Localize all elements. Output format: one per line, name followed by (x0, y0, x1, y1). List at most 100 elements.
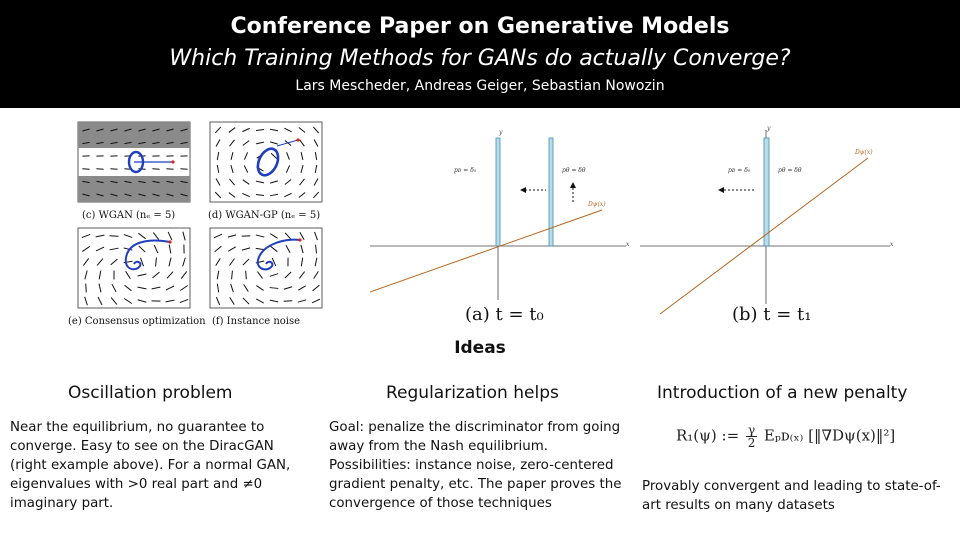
vector-arrow (168, 257, 172, 267)
vector-arrow (216, 164, 220, 174)
text-regularization-helps: Goal: penalize the discriminator from go… (329, 420, 622, 511)
vector-arrow (241, 247, 251, 251)
vector-arrow (216, 283, 220, 293)
vector-arrow (312, 126, 320, 134)
vector-arrow (312, 191, 320, 199)
vector-arrow (84, 270, 88, 280)
vector-arrow (283, 300, 293, 302)
text-oscillation-problem: Near the equilibrium, no guarantee to co… (10, 420, 291, 511)
vector-arrow (82, 180, 90, 184)
formula-lhs: R₁(ψ) := (676, 426, 740, 445)
vector-arrow (255, 193, 265, 197)
vector-arrow (82, 193, 90, 197)
vector-arrow (312, 284, 320, 292)
vector-arrow (243, 152, 249, 160)
formula-fraction: γ 2 (745, 424, 758, 450)
vector-arrow (270, 152, 278, 160)
vector-arrow (270, 180, 278, 184)
vector-arrow (229, 297, 235, 305)
vector-arrow (124, 298, 132, 304)
vector-arrow (284, 271, 292, 279)
vector-arrow (245, 270, 247, 280)
vector-arrow (96, 180, 104, 184)
vector-arrow (168, 244, 172, 254)
vector-arrow (110, 128, 118, 132)
vector-arrow (167, 231, 173, 241)
heading-new-penalty: Introduction of a new penalty (657, 383, 908, 403)
discriminator-line (369, 209, 603, 293)
caption-instance-noise: (f) Instance noise (212, 316, 301, 327)
vector-arrow (242, 192, 250, 198)
vector-arrow (152, 180, 160, 184)
vector-arrow (269, 193, 279, 197)
vector-arrow (284, 179, 292, 185)
vector-arrow (182, 257, 186, 267)
vector-arrow (286, 152, 290, 160)
vector-arrow (180, 128, 188, 132)
vector-arrow (98, 270, 102, 280)
paper-authors: Lars Mescheder, Andreas Geiger, Sebastia… (295, 78, 665, 94)
vector-arrow (271, 257, 277, 267)
vector-arrow (111, 283, 117, 293)
vector-arrow (242, 258, 250, 266)
title-banner: Conference Paper on Generative Models Wh… (0, 0, 960, 108)
vector-arrow (230, 283, 234, 293)
vector-arrow (165, 299, 175, 303)
discriminator-line (659, 157, 869, 315)
vector-arrow (180, 271, 188, 279)
plot-wgan-gp (209, 121, 323, 203)
vector-arrow (314, 151, 318, 161)
vector-arrow (300, 165, 304, 173)
formula-denominator: 2 (747, 436, 756, 450)
vector-arrow (283, 286, 293, 290)
vector-arrow (137, 286, 147, 290)
vector-arrow (227, 234, 237, 238)
vector-arrow (110, 141, 118, 145)
vector-arrow (98, 283, 102, 293)
vector-arrow (311, 298, 321, 304)
vector-arrow (215, 258, 221, 266)
diracgan-figure-b: y x pᴅ = δ₀ pθ = δθ Dψ(x) (b) t = t₁ (640, 124, 900, 330)
vector-arrow (299, 271, 305, 279)
vector-arrow (166, 271, 174, 279)
vector-arrow (165, 285, 175, 291)
heading-oscillation-problem: Oscillation problem (68, 383, 233, 403)
vector-arrow (82, 246, 90, 252)
vector-arrow (137, 273, 147, 277)
overlapping-dirac-bars (763, 137, 770, 247)
vector-arrow (255, 298, 265, 304)
vector-arrow (95, 234, 105, 238)
vector-arrow (152, 128, 160, 132)
vector-arrow (138, 193, 146, 197)
vector-arrow (299, 232, 305, 240)
vector-arrow (313, 139, 319, 147)
label-dpsi: Dψ(x) (587, 201, 606, 208)
vector-arrow (110, 297, 118, 305)
vector-arrow (270, 245, 278, 253)
vector-arrow (123, 247, 133, 251)
vector-arrow (152, 271, 160, 279)
diracgan-plot-b: y x pᴅ = δ₀ pθ = δθ Dψ(x) (640, 125, 894, 315)
vector-arrow (228, 246, 236, 252)
vector-arrow (124, 128, 132, 132)
heading-regularization-helps: Regularization helps (386, 383, 559, 403)
vector-arrow (124, 284, 132, 292)
vector-arrow (151, 286, 161, 290)
vector-arrow (229, 139, 235, 147)
vector-arrow (82, 128, 90, 132)
vector-arrow (138, 245, 146, 253)
vector-arrow (313, 178, 319, 186)
vector-arrow (270, 233, 278, 239)
x-axis-label: x (626, 241, 630, 248)
vector-arrow (180, 180, 188, 184)
vector-arrow (140, 257, 144, 267)
vector-arrow (228, 127, 236, 133)
label-ptheta: pθ = δθ (778, 167, 802, 174)
vector-arrow (124, 141, 132, 145)
vector-arrow (138, 141, 146, 145)
vector-arrow (215, 296, 221, 306)
vector-arrow (228, 192, 236, 198)
caption-consensus: (e) Consensus optimization (68, 316, 206, 327)
vector-arrow (124, 180, 132, 184)
fake-dirac-bar (548, 137, 554, 247)
